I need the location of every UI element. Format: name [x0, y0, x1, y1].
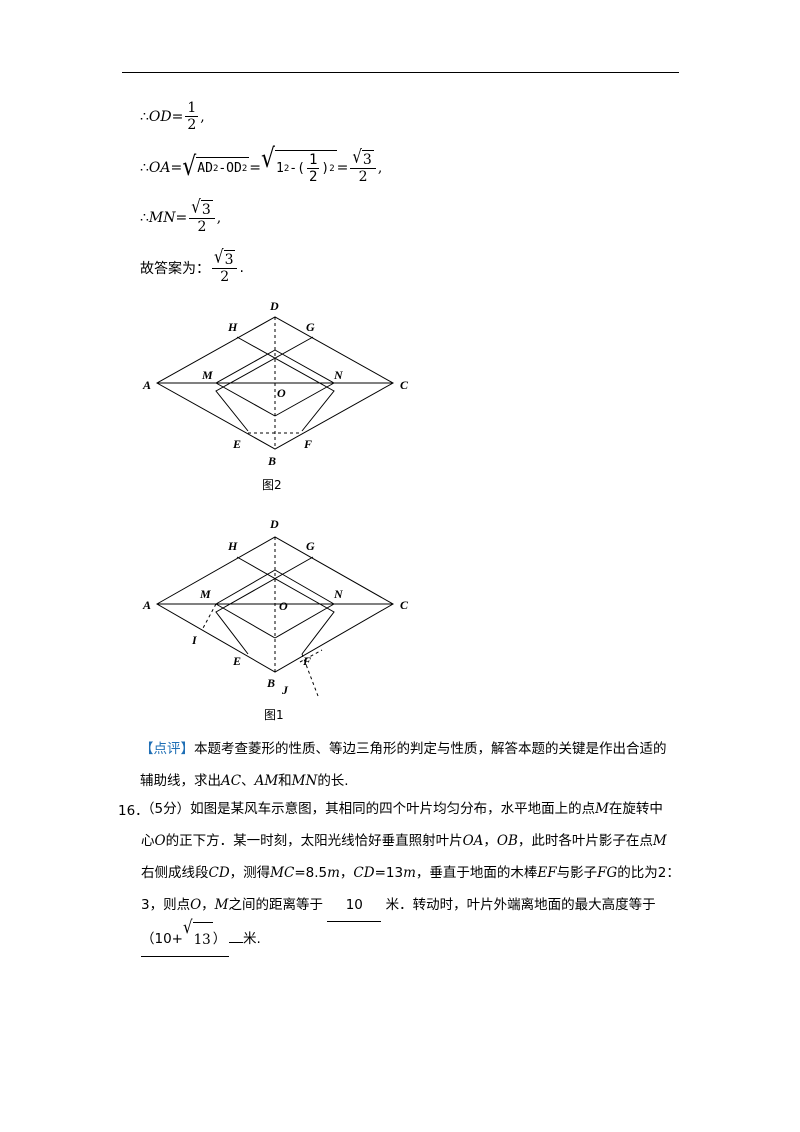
fig2-label-e: E [232, 437, 241, 451]
fig1-label-j: J [281, 683, 289, 697]
fig2-label-b: B [267, 454, 276, 468]
fig2-label-h: H [227, 320, 238, 334]
comment-paragraph: 【点评】本题考查菱形的性质、等边三角形的判定与性质，解答本题的关键是作出合适的 … [140, 741, 667, 789]
fig1-label-e: E [232, 654, 241, 668]
fig1-label-h: H [227, 539, 238, 553]
fig2-label-c: C [400, 378, 409, 392]
fig1-label-d: D [269, 517, 279, 531]
fig1-label-f: F [302, 654, 311, 668]
answer-blank-1: 10 [327, 889, 382, 922]
figure-1-caption: 图1 [264, 708, 284, 722]
answer-blank-2: （10+√13） [141, 918, 229, 957]
fig1-label-a: A [142, 598, 151, 612]
fig2-label-n: N [333, 368, 344, 382]
question-number: 16． [118, 803, 149, 819]
fig2-label-o: O [277, 386, 286, 400]
fig1-label-c: C [400, 598, 409, 612]
fig1-label-m: M [199, 587, 211, 601]
question-16: （5分）如图是某风车示意图，其相同的四个叶片均匀分布，水平地面上的点M在旋转中 … [141, 793, 686, 957]
figure-2-caption: 图2 [262, 478, 282, 492]
fig2-label-f: F [303, 437, 312, 451]
comment-tag: 【点评】 [140, 741, 194, 757]
fig1-label-b: B [266, 676, 275, 690]
figure-1: A C D B H G M N O I E F J [140, 512, 420, 706]
fig2-label-a: A [142, 378, 151, 392]
fig1-label-i: I [191, 633, 198, 647]
figure-2: A C D B H G M N O E F [140, 295, 420, 474]
fig2-label-g: G [306, 320, 315, 334]
fig1-label-n: N [333, 587, 344, 601]
header-rule [122, 72, 679, 73]
fig1-label-o: O [279, 599, 288, 613]
fig1-label-g: G [306, 539, 315, 553]
fig2-label-d: D [269, 299, 279, 313]
fig2-label-m: M [201, 368, 213, 382]
